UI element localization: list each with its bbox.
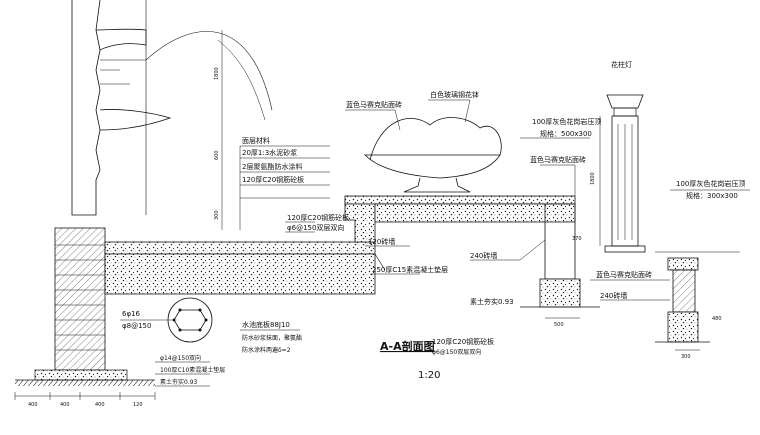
note-stone: 蓝色马赛克贴面砖 — [346, 100, 402, 109]
pipe-detail — [120, 297, 213, 343]
note-bowl: 白色玻璃钢花钵 — [430, 90, 479, 99]
note-slab-top: 120厚C20钢筋砼板 — [287, 213, 349, 222]
dim-pillar-b: 480 — [712, 316, 722, 322]
note-base: 250厚C15素混凝土垫层 — [372, 265, 448, 274]
small-pillar — [655, 251, 740, 343]
title-note-2: φ6@150双层双向 — [432, 348, 481, 356]
note-layer-1: 20厚1:3水泥砂浆 — [242, 148, 297, 157]
dim-rim: 500 — [554, 322, 564, 328]
left-foundation — [15, 227, 155, 386]
dim-wall-width: 370 — [572, 236, 582, 242]
note-pipe-b: φ8@150 — [122, 322, 151, 330]
dim-bottom-4: 120 — [133, 402, 143, 408]
note-cap-1: 100厚灰色花岗岩压顶 — [532, 117, 601, 126]
dim-pillar: 300 — [681, 354, 691, 360]
pool-slab — [104, 195, 576, 295]
note-soil: 素土夯实0.93 — [470, 297, 514, 306]
note-layer-2: 2层聚氨酯防水涂料 — [242, 162, 302, 171]
drawing-title: A-A剖面图 — [380, 339, 435, 353]
note-waterproof-c: 防水涂料两遍δ=2 — [242, 346, 291, 354]
note-waterproof-a: 水池底板88J10 — [242, 320, 290, 329]
leader-lines — [155, 99, 750, 387]
dim-bottom-3: 400 — [95, 402, 105, 408]
dim-vertical: 600 — [214, 150, 220, 160]
note-layer-3: 120厚C20钢筋砼板 — [242, 175, 304, 184]
dim-bottom-1: 400 — [28, 402, 38, 408]
drawing-scale: 1:20 — [418, 370, 440, 381]
note-wall: 120砖墙 — [368, 237, 395, 246]
note-wall-240: 240砖墙 — [470, 251, 497, 260]
title-note-1: 120厚C20钢筋砼板 — [432, 337, 494, 346]
flower-bowl — [364, 117, 502, 193]
note-stone-3: 蓝色马赛克贴面砖 — [596, 270, 652, 279]
note-cap-1-size: 规格：500x300 — [540, 129, 592, 138]
dim-fig-b: 300 — [214, 210, 220, 220]
note-found-a: φ14@150双向 — [160, 354, 201, 362]
lamp-pillar — [604, 94, 646, 253]
note-wall-240-b: 240砖墙 — [600, 291, 627, 300]
right-wall — [520, 203, 600, 308]
note-slab-rebar: φ6@150双层双向 — [287, 223, 344, 232]
note-pipe-a: 6φ16 — [122, 310, 141, 318]
note-cap-2: 100厚灰色花岗岩压顶 — [676, 179, 745, 188]
note-found-b: 100厚C10素混凝土垫层 — [160, 366, 225, 374]
note-lamp: 花柱灯 — [611, 60, 632, 69]
note-paving: 面层材料 — [242, 136, 270, 145]
note-cap-2-size: 规格：300x300 — [686, 191, 738, 200]
note-found-c: 素土夯实0.93 — [160, 378, 198, 386]
bottom-dimensions — [14, 116, 700, 400]
sculpture-column — [71, 0, 273, 230]
dim-fig-a: 1800 — [214, 67, 220, 80]
dim-lamp-height: 1800 — [590, 172, 596, 185]
note-stone-2: 蓝色马赛克贴面砖 — [530, 155, 586, 164]
note-waterproof-b: 防水砂浆抹面，聚氨酯 — [242, 334, 302, 342]
dim-bottom-2: 400 — [60, 402, 70, 408]
